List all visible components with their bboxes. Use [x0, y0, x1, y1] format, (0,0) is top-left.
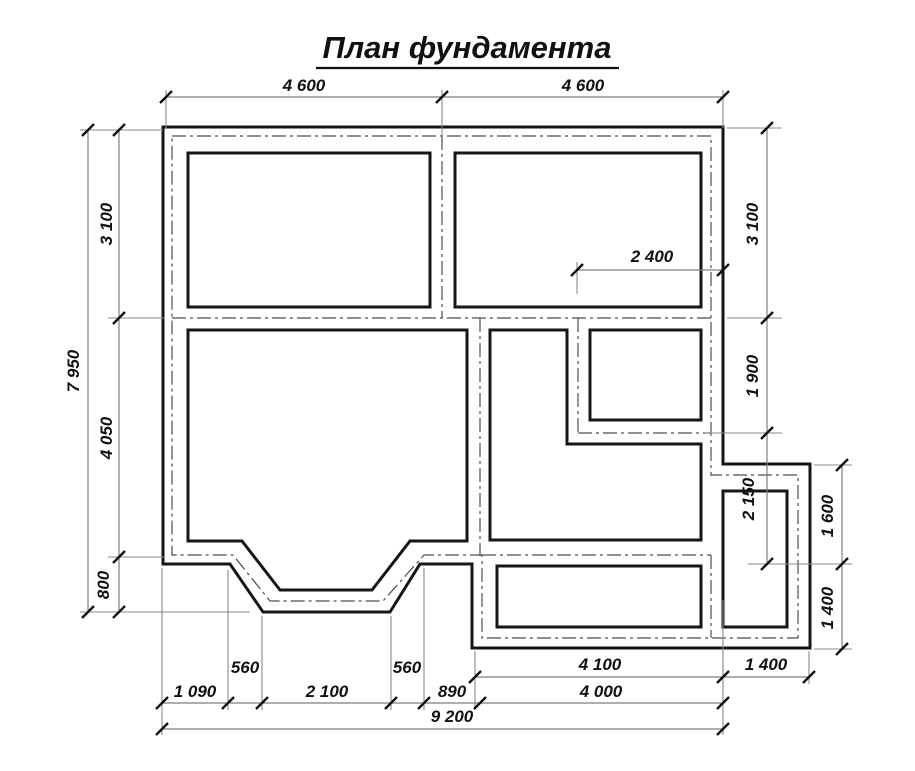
room-big-left-with-bay: [186, 328, 469, 592]
room-top-left: [186, 151, 432, 309]
dim-bottom-4100: 4 100: [578, 655, 622, 674]
dim-inner-width: 2 400: [569, 247, 731, 294]
dim-bottom-560-left: 560: [231, 658, 260, 677]
title-block: План фундамента: [316, 30, 619, 70]
dim-bump-1600: 1 600: [818, 494, 837, 537]
dim-left-4050: 4 050: [97, 416, 116, 460]
dim-top: 4 600 4 600: [158, 76, 731, 137]
dim-right-2150: 2 150: [739, 477, 758, 521]
foundation-walls: [161, 125, 812, 650]
dim-bottom-4000: 4 000: [579, 682, 623, 701]
outer-boundary: [161, 125, 812, 650]
room-bottom-extension: [495, 564, 703, 629]
dim-bottom-total-9200: 9 200: [431, 707, 474, 726]
dim-right: 3 100 1 900 2 150: [705, 120, 852, 572]
dim-bottom-1090: 1 090: [174, 682, 217, 701]
dim-bottom-2100: 2 100: [305, 682, 349, 701]
dim-top-right-4600: 4 600: [561, 76, 605, 95]
dim-bottom-1400: 1 400: [745, 655, 788, 674]
dim-right-1900: 1 900: [743, 354, 762, 397]
dim-left-total-7950: 7 950: [64, 349, 83, 392]
dim-top-left-4600: 4 600: [282, 76, 326, 95]
dim-left-800: 800: [94, 570, 113, 599]
dim-left-3100: 3 100: [97, 202, 116, 245]
dim-bump-right: 1 600 1 400: [814, 457, 852, 657]
axis-lines: [171, 135, 799, 639]
dim-inner-2400: 2 400: [630, 247, 674, 266]
room-top-right: [453, 151, 703, 309]
room-small-square: [588, 328, 703, 422]
page-title: План фундамента: [323, 30, 612, 65]
room-middle-l-shaped: [488, 328, 703, 542]
dim-bump-1400: 1 400: [818, 586, 837, 629]
dim-bottom-890: 890: [438, 682, 467, 701]
room-bump: [721, 489, 789, 629]
dim-left: 7 950 3 100 4 050 800: [64, 122, 250, 620]
dim-right-3100: 3 100: [743, 202, 762, 245]
dim-bottom: 4 100 1 400 1 090 560 2 100 560 890 4 00…: [154, 568, 817, 737]
dim-bottom-560-right: 560: [393, 658, 422, 677]
